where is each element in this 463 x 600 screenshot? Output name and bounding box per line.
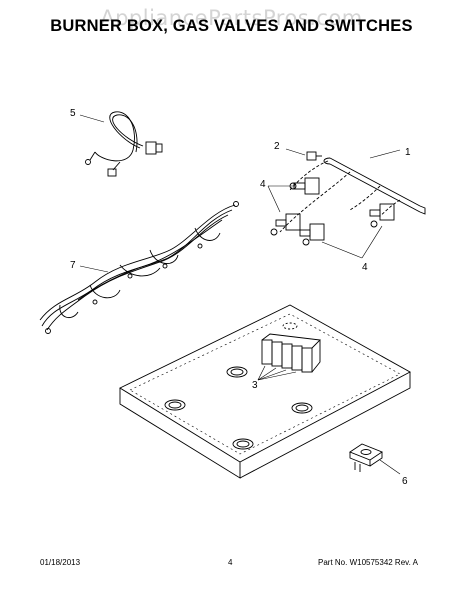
footer-page-number: 4 — [228, 558, 233, 567]
callout-2: 2 — [274, 141, 280, 152]
wire-harness-part-5 — [79, 111, 163, 177]
burner-box — [119, 304, 411, 479]
gas-valve-right — [369, 203, 395, 228]
regulator-part-6 — [349, 443, 401, 475]
callout-4-upper: 4 — [260, 179, 266, 190]
page-title: BURNER BOX, GAS VALVES AND SWITCHES — [50, 17, 413, 35]
callout-5: 5 — [70, 108, 76, 119]
gas-manifold-part-1 — [279, 149, 426, 233]
callout-6: 6 — [402, 476, 408, 487]
callout-1: 1 — [405, 147, 411, 158]
watermark: AppliancePartsPros.com — [100, 6, 363, 30]
gas-valve-middle-right — [299, 223, 325, 246]
footer-part-number: Part No. W10575342 Rev. A — [318, 558, 418, 567]
footer-date: 01/18/2013 — [40, 558, 81, 567]
callout-7: 7 — [70, 260, 76, 271]
ignition-switches-part-3 — [257, 333, 321, 381]
callout-3: 3 — [252, 380, 258, 391]
fitting-part-2 — [285, 148, 322, 161]
gas-valve-middle-left — [270, 213, 301, 236]
switch-harness-part-7 — [39, 201, 239, 334]
callout-4-lower: 4 — [362, 262, 368, 273]
